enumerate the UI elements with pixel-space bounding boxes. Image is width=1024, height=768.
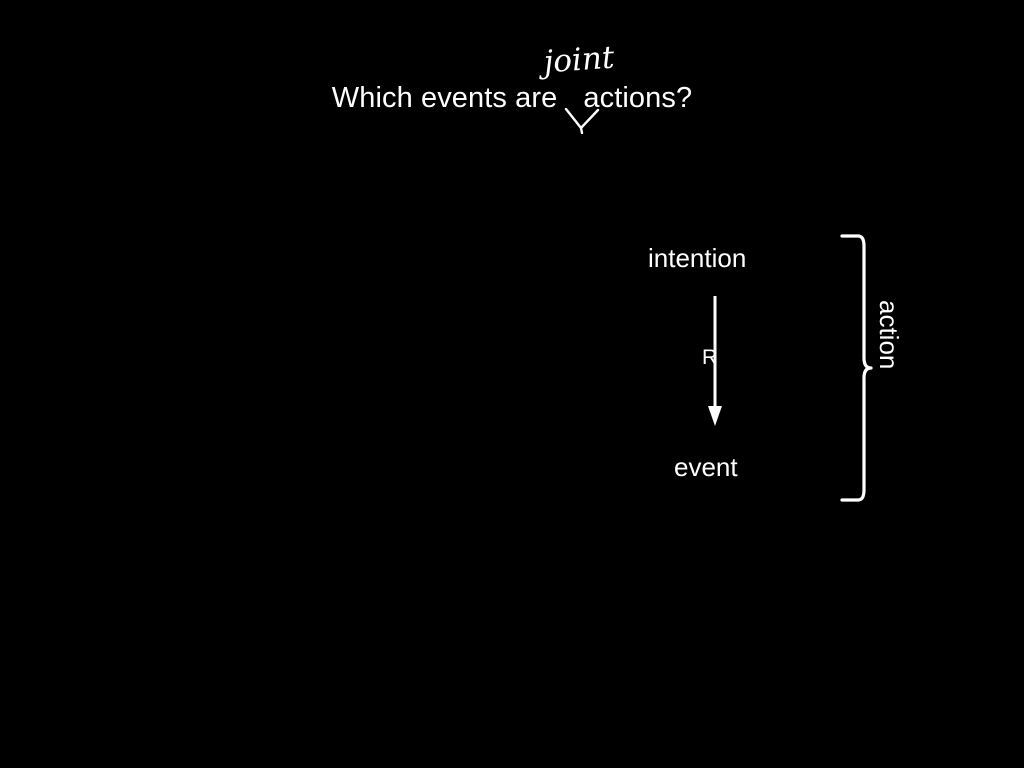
node-event: event [674, 452, 738, 482]
node-intention: intention [648, 243, 747, 273]
arrow-down-icon [700, 296, 730, 430]
group-label-action: action [874, 300, 904, 370]
edge-label-r: R [702, 346, 718, 369]
page-title: Which events are actions? [0, 82, 1024, 115]
title-segment-after: actions? [583, 82, 693, 114]
caret-insertion-icon [563, 107, 601, 135]
handwritten-annotation: joint [542, 39, 616, 81]
curly-bracket-right-icon [838, 232, 874, 504]
title-segment-before: Which events are [331, 82, 558, 114]
